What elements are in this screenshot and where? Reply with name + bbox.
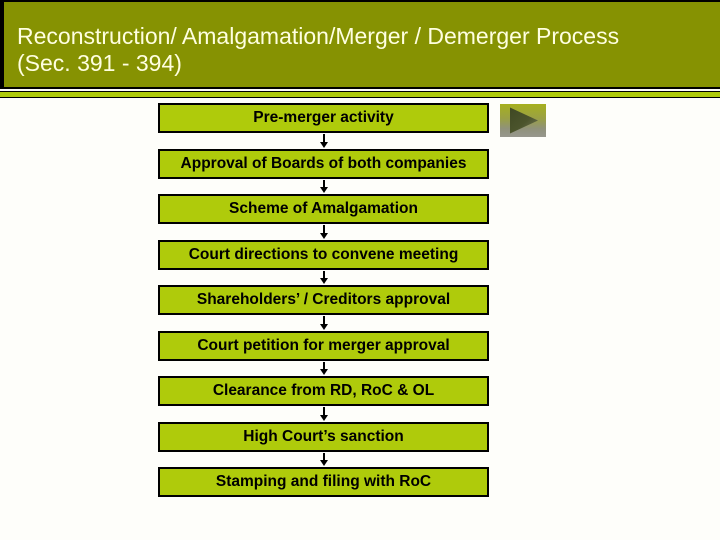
flow-row: Scheme of Amalgamation <box>158 194 489 240</box>
flow-step-box: Clearance from RD, RoC & OL <box>158 376 489 406</box>
flow-step-box: Stamping and filing with RoC <box>158 467 489 497</box>
flow-row: Shareholders’ / Creditors approval <box>158 285 489 331</box>
down-arrow-icon <box>158 179 489 195</box>
flow-row: Stamping and filing with RoC <box>158 467 489 497</box>
flow-row: Approval of Boards of both companies <box>158 148 489 195</box>
down-arrow-icon <box>158 224 489 240</box>
slide-title-bar: Reconstruction/ Amalgamation/Merger / De… <box>0 0 720 89</box>
slide-title-line1: Reconstruction/ Amalgamation/Merger / De… <box>17 23 620 49</box>
flow-row: Clearance from RD, RoC & OL <box>158 376 489 422</box>
down-arrow-icon <box>158 270 489 286</box>
down-arrow-icon <box>158 133 489 149</box>
flow-step-box: Shareholders’ / Creditors approval <box>158 285 489 315</box>
flow-step-box: Pre-merger activity <box>158 103 489 133</box>
flow-step-box: Scheme of Amalgamation <box>158 194 489 224</box>
down-arrow-icon <box>158 361 489 377</box>
flow-step-box: High Court’s sanction <box>158 421 489 452</box>
flow-row: High Court’s sanction <box>158 421 489 468</box>
flow-row: Pre-merger activity <box>158 103 489 149</box>
flow-step-box: Approval of Boards of both companies <box>158 148 489 179</box>
flow-step-box: Court directions to convene meeting <box>158 239 489 270</box>
title-divider-stripe <box>0 91 720 98</box>
flow-step-box: Court petition for merger approval <box>158 330 489 361</box>
flow-row: Court petition for merger approval <box>158 330 489 377</box>
down-arrow-icon <box>158 315 489 331</box>
next-slide-button[interactable] <box>500 104 546 137</box>
flow-row: Court directions to convene meeting <box>158 239 489 286</box>
down-arrow-icon <box>158 452 489 468</box>
slide-title-line2: (Sec. 391 - 394) <box>17 50 182 76</box>
down-arrow-icon <box>158 406 489 422</box>
play-icon <box>510 107 538 134</box>
